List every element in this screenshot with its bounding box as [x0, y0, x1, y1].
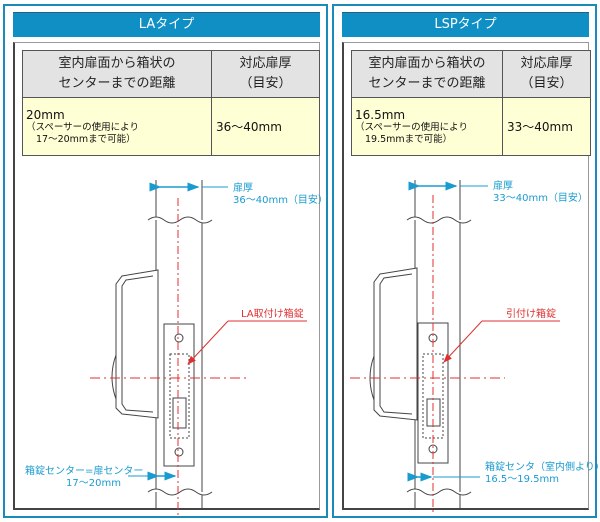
lock-label: LA取付け箱錠 — [241, 307, 304, 320]
lsp-type-panel: LSPタイプ 室内扉面から箱状のセンターまでの距離 対応扉厚（目安） 16.5m… — [332, 4, 597, 518]
thickness-cell: 36〜40mm — [211, 97, 320, 156]
la-spec-table: 室内扉面から箱状のセンターまでの距離 対応扉厚（目安） 20mm（スペーサーの使… — [22, 50, 320, 156]
distance-header: 室内扉面から箱状のセンターまでの距離 — [22, 50, 212, 98]
break-mark — [406, 216, 472, 224]
break-mark — [147, 216, 213, 224]
break-mark — [406, 488, 472, 496]
handle-inner — [121, 275, 154, 413]
la-type-panel: LAタイプ 室内扉面から箱状のセンターまでの距離 対応扉厚（目安） 20mm（ス… — [3, 4, 328, 518]
thickness-cell: 33〜40mm — [502, 97, 591, 156]
thickness-value: 33〜40mm（目安） — [493, 191, 588, 204]
la-diagram — [90, 180, 307, 515]
lsp-type-body: 室内扉面から箱状のセンターまでの距離 対応扉厚（目安） 16.5mm（スペーサー… — [342, 42, 591, 510]
lsp-diagram — [350, 180, 560, 515]
thickness-label: 扉厚 — [493, 179, 513, 192]
handle-knob — [111, 354, 117, 400]
break-mark — [147, 488, 213, 496]
handle-body — [115, 269, 159, 419]
lock-case-hidden — [169, 353, 190, 439]
lsp-type-title: LSPタイプ — [342, 12, 589, 37]
distance-header: 室内扉面から箱状のセンターまでの距離 — [351, 50, 503, 98]
lock-leader-arrow — [443, 320, 483, 363]
latch-window — [172, 397, 187, 429]
center-label: 箱錠センタ（室内側より） — [485, 460, 600, 473]
thickness-header: 対応扉厚（目安） — [502, 50, 591, 98]
center-value: 16.5〜19.5mm — [485, 474, 559, 485]
thickness-header: 対応扉厚（目安） — [211, 50, 320, 98]
thickness-label: 扉厚 — [233, 181, 253, 194]
handle-inner — [379, 273, 413, 415]
lock-leader-arrow — [187, 320, 229, 365]
la-type-title: LAタイプ — [13, 12, 320, 37]
center-label: 箱錠センター=扉センター — [25, 464, 143, 477]
lock-label: 引付け箱錠 — [506, 307, 556, 320]
la-type-body: 室内扉面から箱状のセンターまでの距離 対応扉厚（目安） 20mm（スペーサーの使… — [13, 42, 320, 510]
thickness-value: 36〜40mm（目安） — [233, 193, 328, 206]
handle-body — [373, 267, 418, 421]
center-value: 17〜20mm — [66, 478, 121, 489]
lsp-spec-table: 室内扉面から箱状のセンターまでの距離 対応扉厚（目安） 16.5mm（スペーサー… — [351, 50, 591, 156]
screw-icon — [174, 447, 184, 457]
screw-icon — [174, 333, 184, 343]
